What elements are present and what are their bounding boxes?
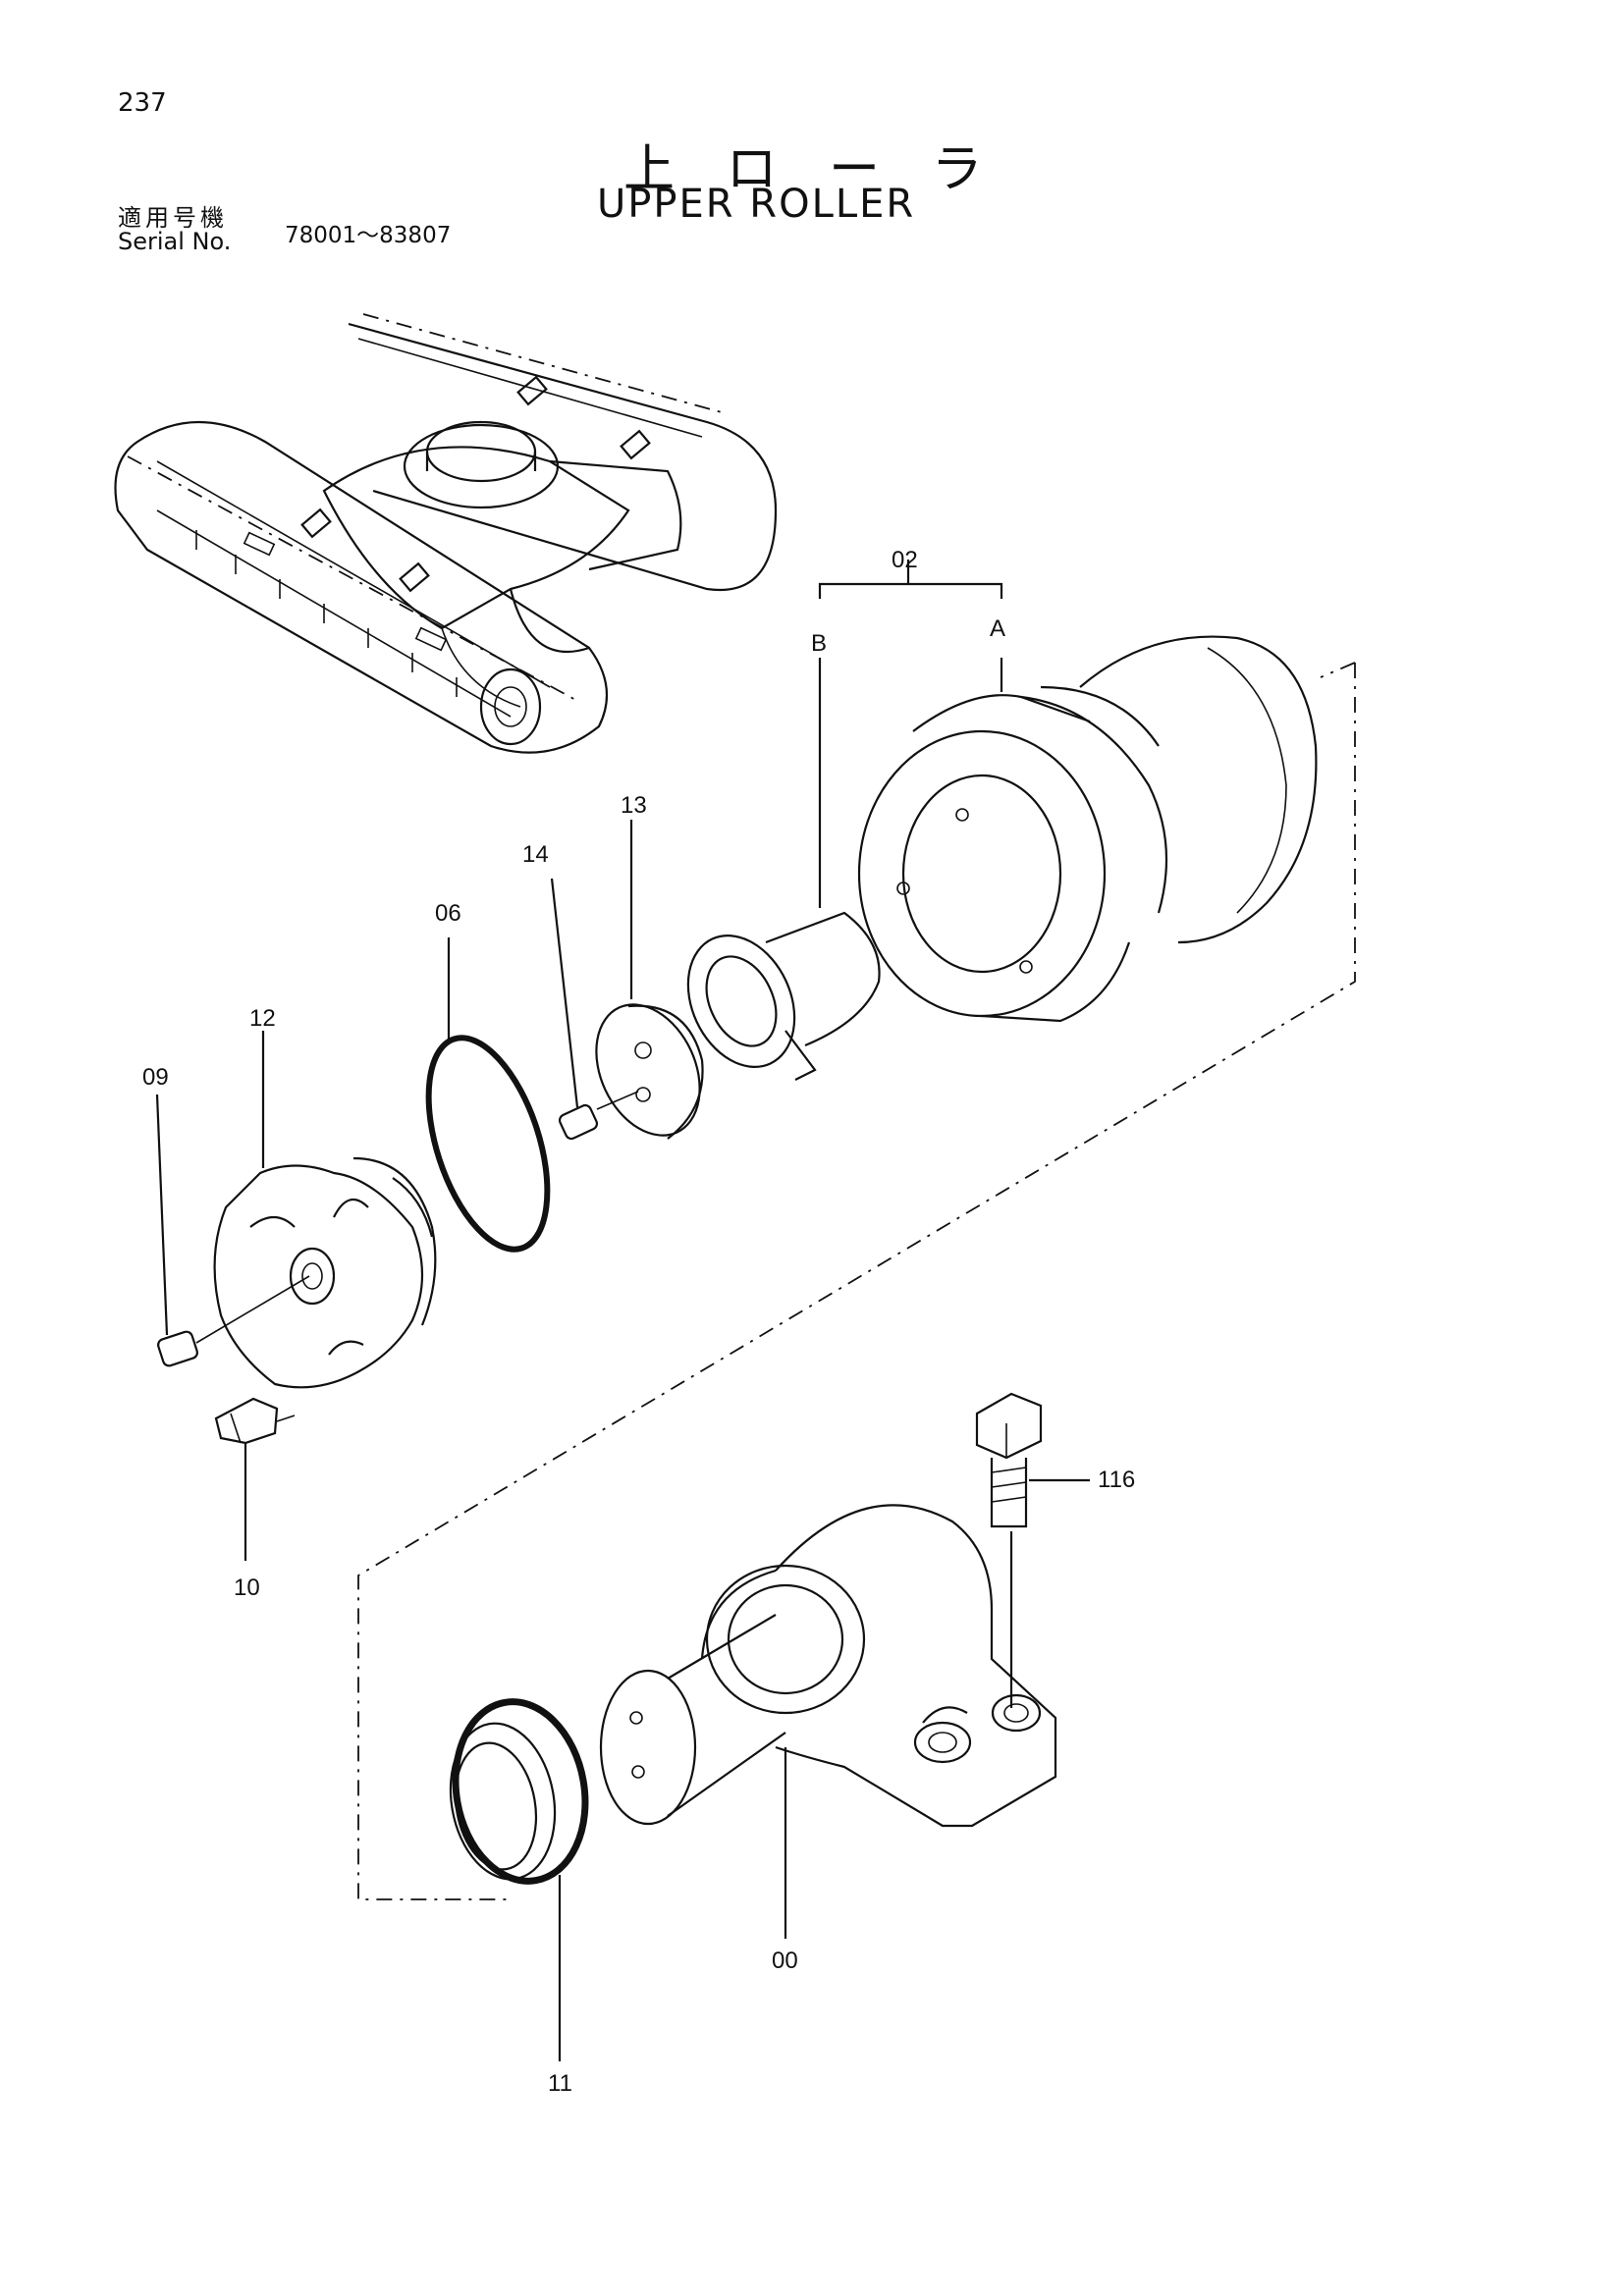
grease-fitting-icon	[300, 375, 651, 593]
serial-label: Serial No.	[118, 228, 232, 255]
roller-shell	[857, 635, 1318, 1023]
bushing	[686, 911, 881, 1081]
bolt	[214, 1397, 296, 1561]
serial-number-range: 78001～83807	[285, 223, 452, 248]
callout-10: 10	[234, 1575, 260, 1601]
callout-116: 116	[1098, 1467, 1135, 1493]
serial-label-japanese: 適用号機	[118, 204, 228, 232]
screw	[550, 878, 639, 1141]
floating-seal	[449, 1698, 589, 2061]
callout-02: 02	[892, 547, 918, 573]
shaft-bracket	[599, 1504, 1057, 1939]
callout-06: 06	[435, 900, 461, 927]
page-title: UPPER ROLLER	[597, 182, 916, 227]
callout-13: 13	[621, 792, 647, 819]
undercarriage-overview	[114, 313, 778, 754]
thrust-plate	[595, 820, 704, 1140]
callout-12: 12	[249, 1005, 276, 1032]
callout-a: A	[990, 615, 1005, 642]
page-number: 237	[118, 88, 167, 118]
callout-b: B	[811, 630, 827, 657]
callout-11: 11	[548, 2070, 572, 2097]
plug	[155, 1094, 310, 1367]
callout-00: 00	[772, 1948, 798, 1974]
o-ring	[425, 937, 551, 1253]
page-title-japanese: 上 ロ ー ラ	[623, 140, 1001, 199]
hex-bolt	[975, 1392, 1090, 1708]
callout-09: 09	[142, 1064, 169, 1091]
cover	[213, 1031, 437, 1389]
callout-14: 14	[522, 841, 549, 868]
